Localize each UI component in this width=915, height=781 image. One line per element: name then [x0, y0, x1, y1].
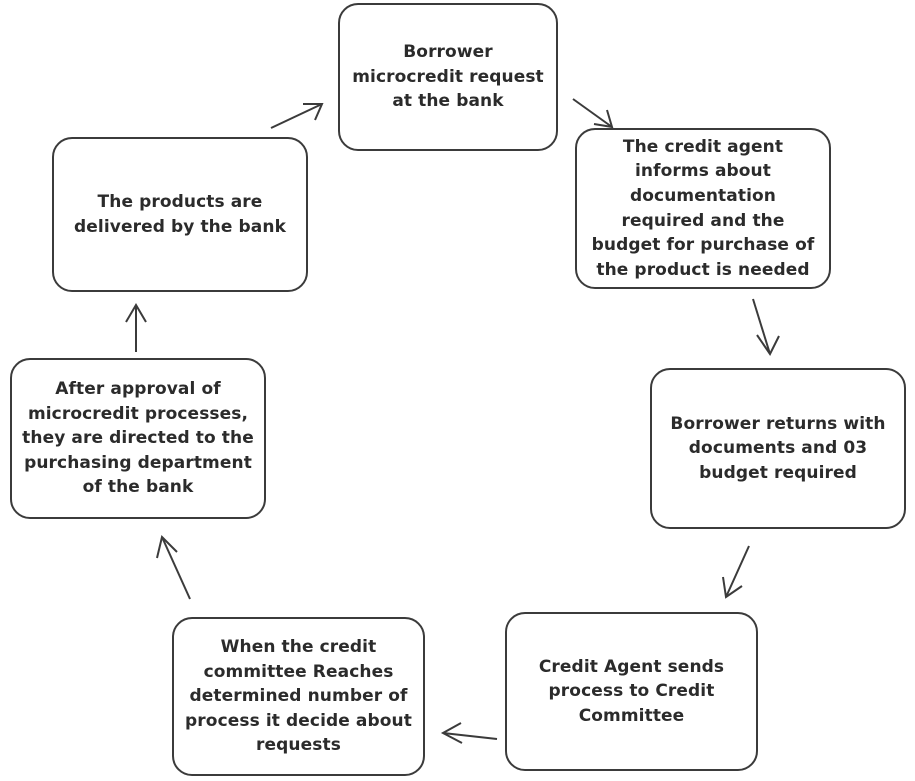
node-agent-sends-committee[interactable]: Credit Agent sends process to Credit Com… — [505, 612, 758, 771]
node-borrower-request[interactable]: Borrower microcredit request at the bank — [338, 3, 558, 151]
node-committee-decides[interactable]: When the credit committee Reaches determ… — [172, 617, 425, 776]
node-products-delivered[interactable]: The products are delivered by the bank — [52, 137, 308, 292]
node-borrower-returns[interactable]: Borrower returns with documents and 03 b… — [650, 368, 906, 529]
arrow-purchasing-to-products — [125, 303, 147, 352]
arrow-returns-to-sends — [722, 545, 750, 599]
arrow-products-to-request — [270, 103, 324, 129]
arrow-request-to-agent — [572, 98, 614, 129]
arrow-agent-to-returns — [752, 298, 780, 356]
arrow-committee-to-purchasing — [156, 535, 191, 600]
arrow-sends-to-committee — [440, 722, 498, 744]
node-credit-agent-informs[interactable]: The credit agent informs about documenta… — [575, 128, 831, 289]
node-purchasing-department[interactable]: After approval of microcredit processes,… — [10, 358, 266, 519]
